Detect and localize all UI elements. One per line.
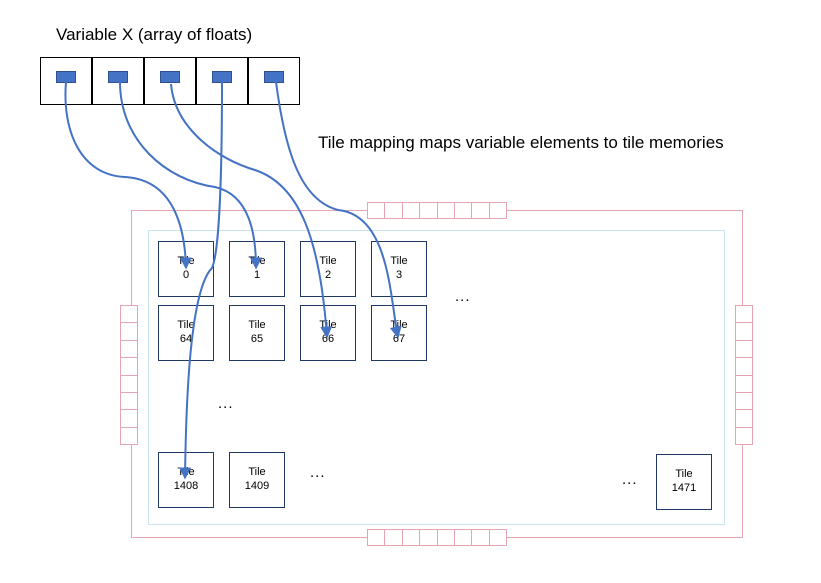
io-port-right [735,305,753,445]
array-element-4 [248,57,300,105]
element-chip [108,71,128,83]
io-port-left [120,305,138,445]
element-chip [56,71,76,83]
element-chip [160,71,180,83]
array-element-3 [196,57,248,105]
variable-title: Variable X (array of floats) [56,25,253,44]
element-chip [212,71,232,83]
element-chip [264,71,284,83]
ellipsis-column: ... [218,395,234,412]
array-element-2 [144,57,196,105]
io-port-bottom [367,529,507,546]
array-element-0 [40,57,92,105]
tile-array-area [148,230,725,525]
array-element-1 [92,57,144,105]
io-port-top [367,202,507,219]
ellipsis-last: ... [622,471,638,488]
ellipsis-bottom-row: ... [310,464,326,481]
ellipsis-row: ... [455,288,471,305]
mapping-caption: Tile mapping maps variable elements to t… [318,133,724,152]
